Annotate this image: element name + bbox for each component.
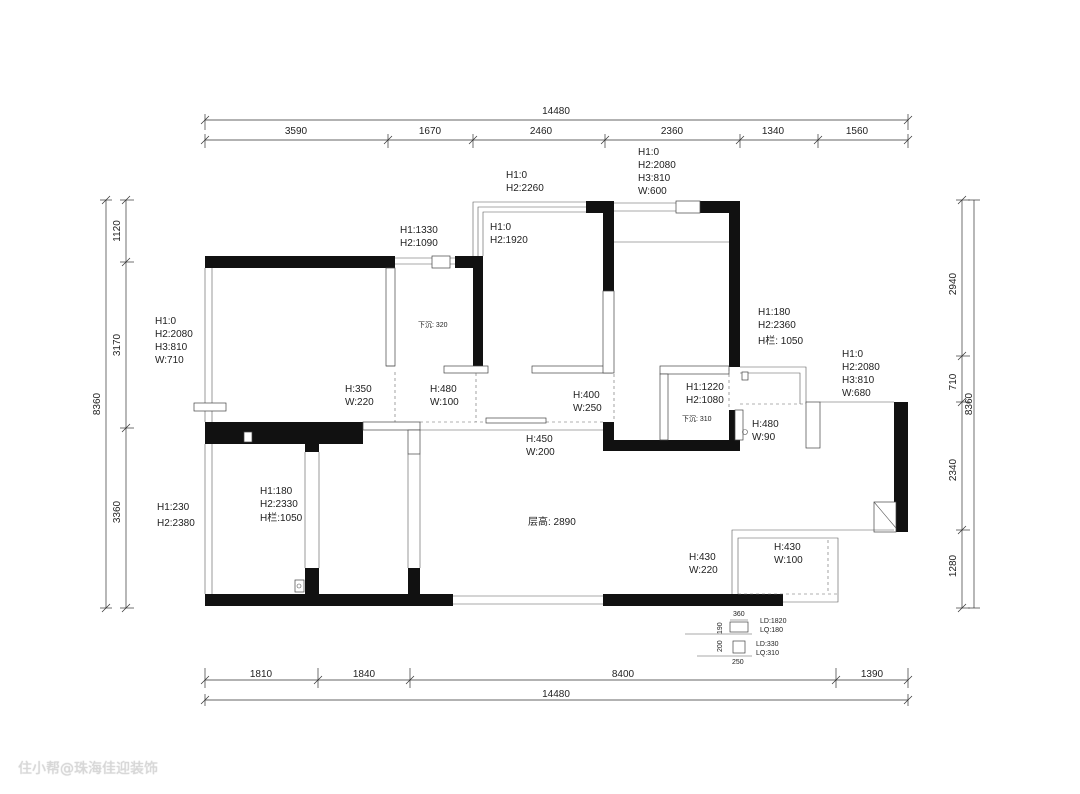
dim-top-2: 1670 — [419, 126, 442, 137]
annotations: H1:0 H2:2080 H3:810 W:710 H1:1330 H2:109… — [155, 147, 883, 576]
dim-right-4: 1280 — [948, 554, 959, 577]
door-4-label: H1:1220 H2:1080 — [686, 382, 727, 406]
north-window-3-label: H1:0 H2:1920 — [490, 222, 528, 246]
legend-note-2: LD:330 LQ:310 — [756, 641, 781, 657]
thin-partitions — [193, 200, 897, 605]
west-window-label: H1:0 H2:2080 H3:810 W:710 — [155, 316, 196, 366]
north-window-1-label: H1:1330 H2:1090 — [400, 225, 441, 249]
dim-bottom-total: 14480 — [542, 689, 570, 700]
fixture-legend: 360 190 LD:1820 LQ:180 200 LD:330 LQ:310… — [685, 611, 788, 666]
dim-bottom-4: 1390 — [861, 669, 884, 680]
legend-top-label: 360 — [733, 611, 745, 618]
door-3-label: H:400 W:250 — [573, 390, 602, 414]
legend-bottom-label: 250 — [732, 659, 744, 666]
right-dimensions: 2940 710 2340 1280 8360 — [948, 195, 980, 613]
dim-top-3: 2460 — [530, 126, 553, 137]
beam-note-2: 下沉: 310 — [682, 415, 712, 423]
watermark-text: 住小帮@珠海佳迎装饰 — [18, 761, 158, 777]
ceiling-height-label: 层高: 2890 — [528, 515, 576, 528]
walls — [205, 201, 908, 606]
bottom-dimensions: 1810 1840 8400 1390 14480 — [200, 668, 913, 706]
dim-right-total: 8360 — [964, 392, 975, 415]
balcony-window-label: H1:180 H2:2330 H栏:1050 — [260, 486, 303, 524]
east-window-2-label: H1:0 H2:2080 H3:810 W:680 — [842, 349, 883, 399]
dim-left-3: 3360 — [112, 500, 123, 523]
dim-top-1: 3590 — [285, 126, 308, 137]
dim-top-5: 1340 — [762, 126, 785, 137]
dim-top-6: 1560 — [846, 126, 869, 137]
dim-bottom-3: 8400 — [612, 669, 635, 680]
north-window-4-label: H1:0 H2:2080 H3:810 W:600 — [638, 147, 679, 197]
door-1-label: H:350 W:220 — [345, 384, 374, 408]
dim-bottom-1: 1810 — [250, 669, 273, 680]
legend-side-label-2: 200 — [717, 640, 724, 652]
door-2-label: H:480 W:100 — [430, 384, 459, 408]
north-window-2-label: H1:0 H2:2260 — [506, 170, 544, 194]
dim-right-2: 710 — [948, 373, 959, 390]
door-8-label: H:430 W:100 — [774, 542, 803, 566]
dim-top-total: 14480 — [542, 106, 570, 117]
dim-top-4: 2360 — [661, 126, 684, 137]
dim-left-1: 1120 — [112, 220, 123, 242]
dim-right-3: 2340 — [948, 458, 959, 481]
dim-right-1: 2940 — [948, 272, 959, 295]
legend-note-1: LD:1820 LQ:180 — [760, 618, 788, 634]
door-6-label: H:450 W:200 — [526, 434, 555, 458]
dim-bottom-2: 1840 — [353, 669, 376, 680]
dim-left-2: 3170 — [112, 333, 123, 356]
legend-side-label-1: 190 — [717, 622, 724, 634]
sw-window-label: H1:230 H2:2380 — [157, 502, 195, 529]
dim-left-total: 8360 — [92, 392, 103, 415]
left-dimensions: 8360 1120 3170 3360 — [92, 195, 134, 613]
east-window-1-label: H1:180 H2:2360 H栏: 1050 — [758, 307, 803, 347]
door-5-label: H:480 W:90 — [752, 419, 781, 443]
top-dimensions: 14480 3590 1670 2460 2360 1340 1560 — [200, 106, 913, 148]
door-7-label: H:430 W:220 — [689, 552, 718, 576]
beam-note-1: 下沉: 320 — [418, 321, 448, 329]
